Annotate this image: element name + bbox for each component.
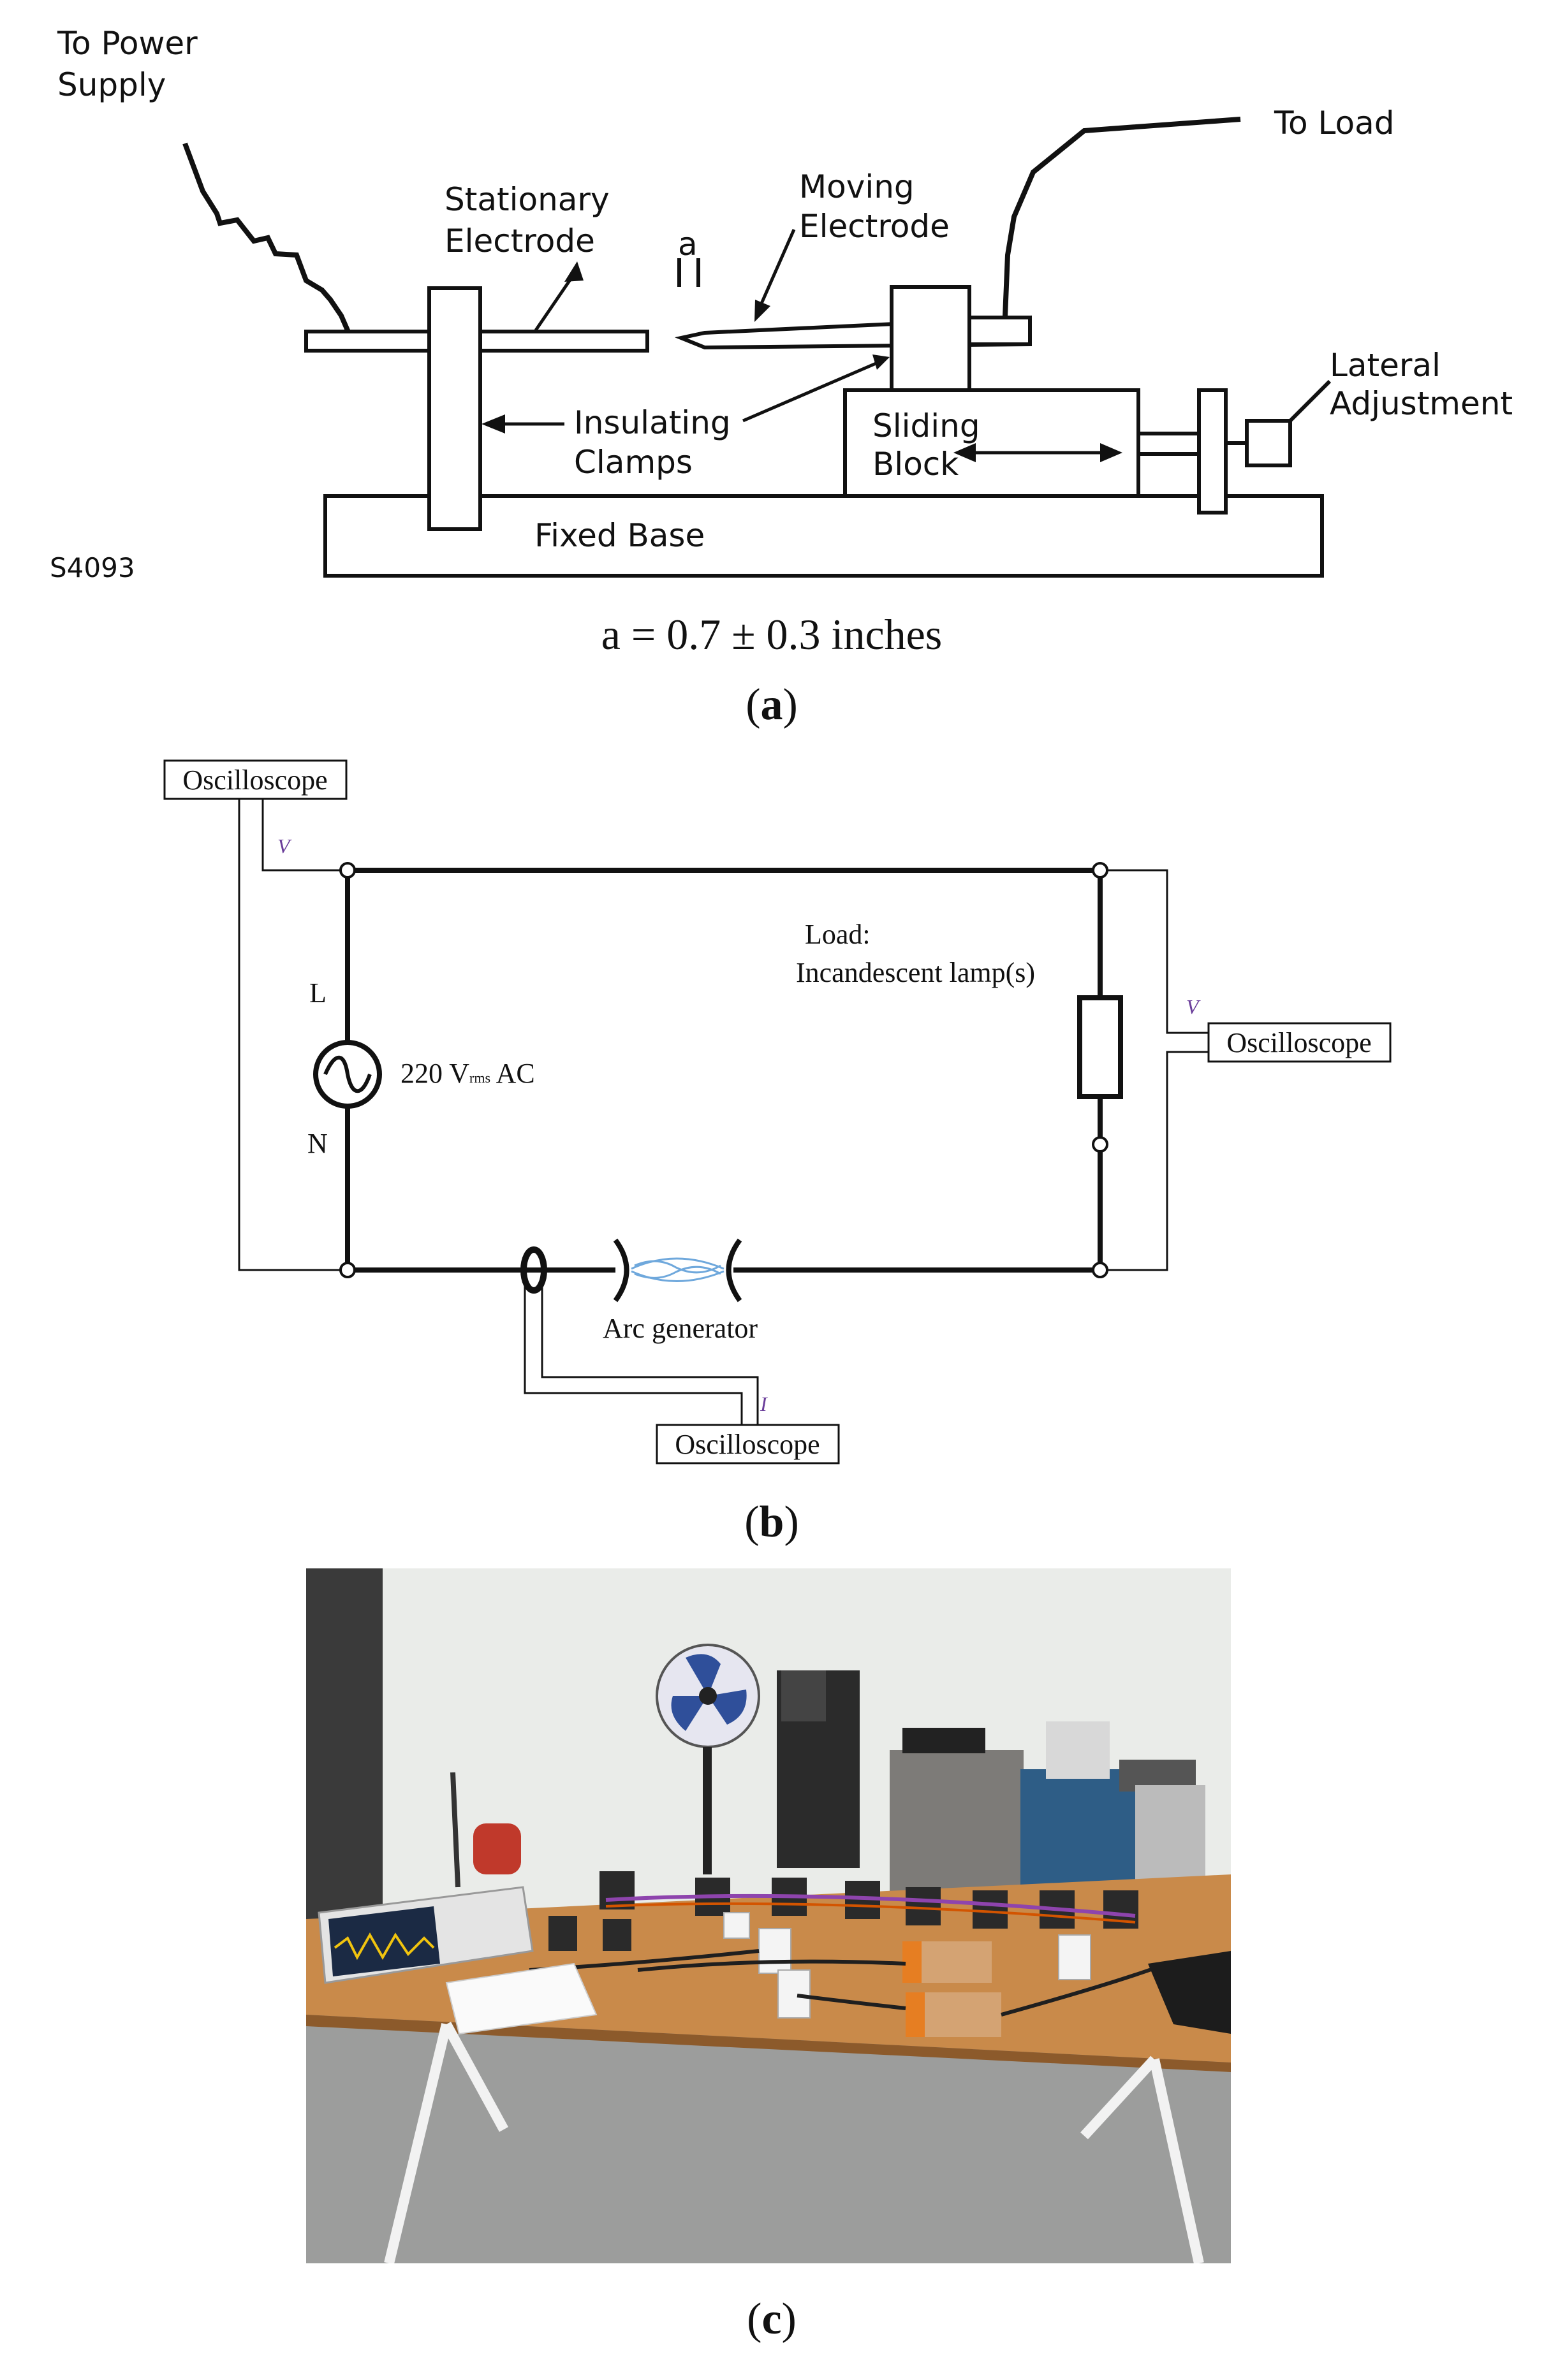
moving-pointer [757,228,796,310]
line-l-label: L [309,977,327,1009]
node-top-left [339,862,356,879]
voltage-signal-label-right: V [1186,995,1201,1018]
load-label-line2: Incandescent lamp(s) [796,957,1035,988]
caption-c: (c) [747,2295,797,2344]
panel-a-labels: To Power Supply To Load Stationary Elect… [50,25,1513,583]
table-leg-right [1149,2058,1204,2263]
breaker-1 [758,1928,791,1974]
node-load-bottom [1092,1136,1108,1153]
node-bottom-right [1092,1262,1108,1278]
red-vacuum [473,1823,521,1874]
arc-generator-box-2 [906,1992,1001,2037]
oscilloscope-right-label: Oscilloscope [1226,1027,1371,1058]
lateral-label-line1: Lateral [1330,347,1441,384]
oscilloscope-top-left-box [163,759,348,800]
table-leg-left [384,2023,452,2263]
current-signal-label: I [760,1392,768,1415]
fixed-base [323,494,1324,578]
sliding-block [843,388,1140,498]
stationary-pointer [534,273,576,332]
scope-bottom-wire-2 [541,1277,759,1428]
current-probe [520,1246,547,1294]
lateral-adjustment-knob [1245,419,1292,467]
arc-electrode-right [726,1238,742,1303]
oscilloscope-top-left-label: Oscilloscope [182,764,327,796]
stationary-label-line2: Electrode [445,223,595,259]
gap-label: a [678,226,698,263]
ac-wave [323,1055,372,1093]
load-wire [1002,117,1241,332]
insulating-label-line2: Clamps [574,444,693,481]
cabinet [890,1750,1024,1897]
panel-a [182,117,1332,578]
oscilloscope-bottom-label: Oscilloscope [675,1429,820,1460]
scope-top-left-wire-n [238,799,348,1271]
power-supply-label-line1: To Power [57,25,198,62]
node-bottom-left [339,1262,356,1278]
sliding-label-line1: Sliding [872,407,980,444]
standing-fan [656,1644,760,1874]
gap-formula: a = 0.7 ± 0.3 inches [601,610,943,659]
oscilloscope-bottom-box [656,1424,840,1464]
load-label: To Load [1274,105,1394,142]
power-supply-label-line2: Supply [57,66,166,103]
scope-right-wire-top [1100,869,1209,1034]
stationary-label-line1: Stationary [445,181,610,218]
moving-label-line1: Moving [799,168,915,205]
moving-label-line2: Electrode [799,208,950,245]
lateral-label-line2: Adjustment [1330,385,1513,422]
panel-c-photo [306,1568,1231,2263]
power-supply-wire [182,142,352,336]
arc-discharge [631,1257,724,1282]
sliding-label-line2: Block [872,446,959,483]
arc-electrode-left [613,1238,629,1303]
node-top-right [1092,862,1108,879]
lateral-adjustment-plate [1197,388,1228,515]
arc-generator-label: Arc generator [603,1313,758,1344]
caption-b: (b) [744,1498,799,1547]
breaker-2 [777,1969,811,2019]
voltage-signal-label-left: V [277,835,292,858]
panel-a-arrowheads [482,261,1122,462]
breaker-3 [1058,1934,1091,1980]
source-rating-label: 220 Vrms AC [401,1058,535,1089]
figure-code: S4093 [50,552,135,583]
arc-generator-box-1 [902,1941,992,1983]
panel-b: Oscilloscope Oscilloscope Oscilloscope V… [163,759,1392,1464]
load-label-line1: Load: [805,919,871,950]
line-n-label: N [307,1128,328,1159]
load-resistor [1077,995,1123,1099]
insulating-pointer [742,358,884,423]
insulating-label-line1: Insulating [574,404,731,441]
oscilloscope-right-box [1207,1022,1392,1063]
scope-bottom-wire-1 [524,1277,743,1428]
fixed-base-label: Fixed Base [534,517,705,554]
scope-right-wire-bottom [1100,1051,1209,1271]
scope-top-left-wire-v [261,799,348,872]
oscilloscope-device [318,1886,534,1984]
caption-a: (a) [746,680,798,729]
